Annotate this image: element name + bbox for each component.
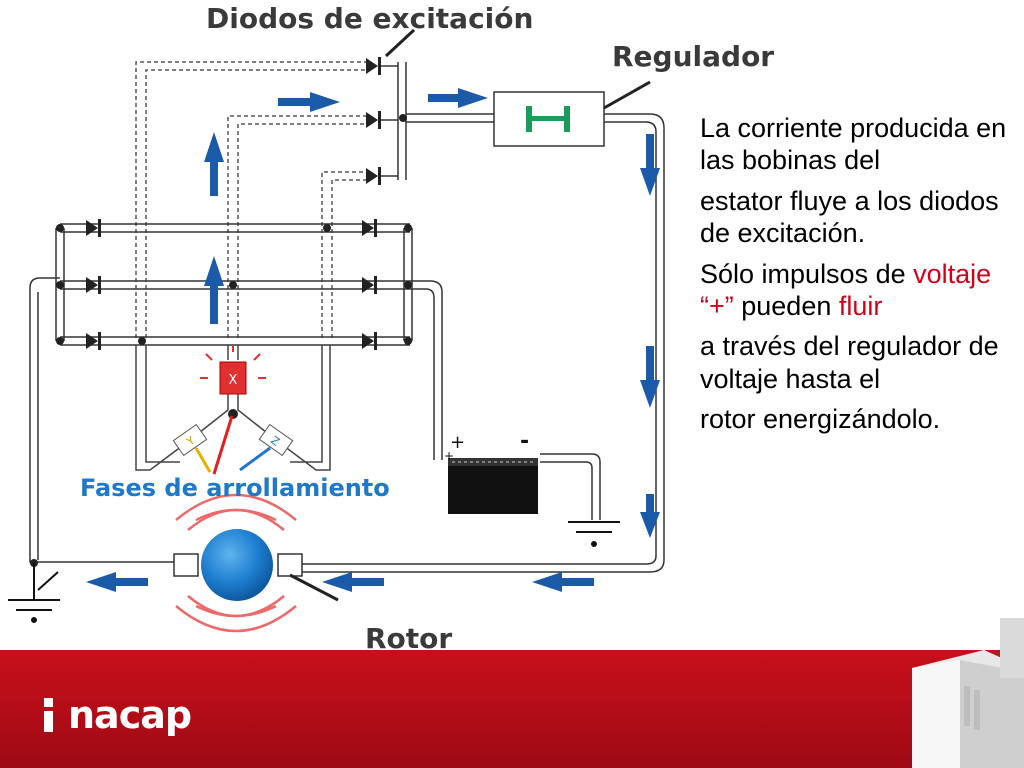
excitation-diodes bbox=[366, 28, 416, 185]
text-voltaje-highlight: voltaje “+” bbox=[700, 258, 992, 321]
battery: + - + bbox=[444, 429, 538, 514]
inacap-logo-text: nacap bbox=[68, 693, 192, 737]
text-line-4: a través del regulador de voltaje hasta … bbox=[700, 331, 999, 394]
svg-text:-: - bbox=[520, 429, 529, 454]
text-line-3: Sólo impulsos de voltaje “+” pueden flui… bbox=[700, 258, 1018, 323]
flow-arrows bbox=[86, 88, 660, 592]
explanation-text: La corriente producida en las bobinas de… bbox=[700, 112, 1018, 444]
phase-leader-lines bbox=[194, 415, 271, 475]
label-rotor: Rotor bbox=[365, 622, 453, 655]
rotor bbox=[173, 493, 339, 633]
text-line-2: estator fluye a los diodos de excitación… bbox=[700, 185, 999, 249]
svg-text:+: + bbox=[444, 449, 454, 463]
footer-band bbox=[0, 650, 1024, 768]
text-line-1: La corriente producida en las bobinas de… bbox=[700, 113, 1007, 176]
inacap-logo-mark-icon bbox=[44, 698, 64, 732]
inacap-logo: nacap bbox=[44, 693, 192, 737]
bus-lines bbox=[29, 62, 665, 573]
ground-left bbox=[8, 563, 60, 623]
label-fases-arrollamiento: Fases de arrollamiento bbox=[80, 474, 390, 502]
bridge-diodes bbox=[86, 219, 377, 350]
svg-text:+: + bbox=[450, 432, 465, 453]
text-fluir-highlight: fluir bbox=[838, 290, 883, 321]
phase-x-box: X bbox=[200, 346, 266, 395]
dashed-wires bbox=[135, 61, 366, 338]
text-line-3-b: pueden bbox=[733, 290, 839, 321]
text-line-5: rotor energizándolo. bbox=[700, 404, 941, 435]
regulator bbox=[493, 80, 651, 147]
phase-y-box: Y bbox=[172, 423, 208, 457]
svg-text:X: X bbox=[229, 373, 238, 388]
phase-z-box: Z bbox=[258, 423, 294, 457]
label-regulador: Regulador bbox=[612, 40, 775, 73]
ground-battery bbox=[568, 521, 620, 547]
phase-windings bbox=[135, 345, 331, 471]
text-line-3-a: Sólo impulsos de bbox=[700, 258, 914, 289]
building-graphic bbox=[912, 618, 1024, 768]
label-diodos-excitacion: Diodos de excitación bbox=[206, 2, 534, 35]
